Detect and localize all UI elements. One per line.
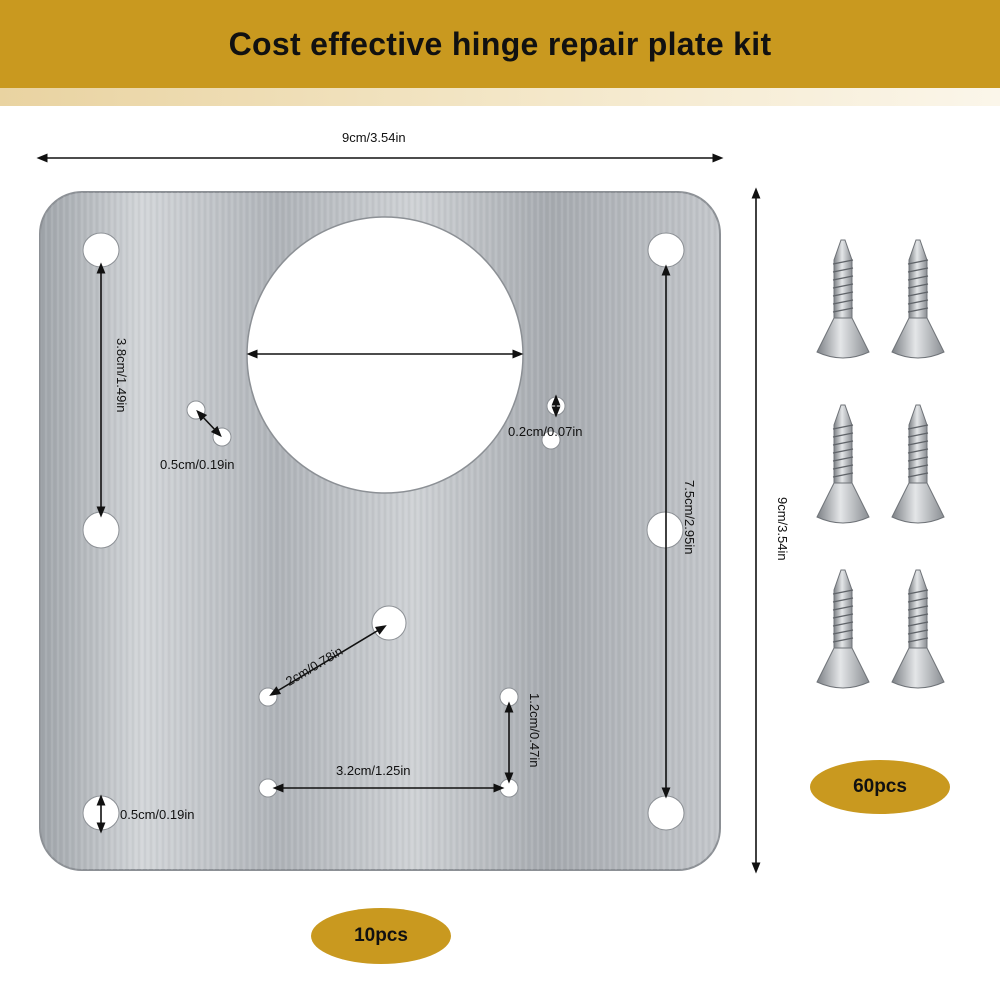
small-hole	[258, 778, 278, 798]
screws-count: 60pcs	[853, 776, 907, 797]
screw-icon	[891, 569, 945, 689]
left-spacing-label: 3.8cm/1.49in	[114, 338, 129, 413]
corner-hole	[647, 232, 685, 268]
side-hole	[82, 511, 120, 549]
slot-diag-label: 0.5cm/0.19in	[160, 457, 235, 472]
corner-hole	[647, 795, 685, 831]
plates-count-badge: 10pcs	[311, 908, 451, 964]
corner-hole	[82, 232, 120, 268]
small-hole	[499, 778, 519, 798]
screw-icon	[816, 569, 870, 689]
bottom-spacing-label: 3.2cm/1.25in	[336, 763, 411, 778]
screws	[816, 239, 945, 689]
dimension-lines	[36, 153, 761, 874]
screw-icon	[891, 404, 945, 524]
inner-height-label: 7.5cm/2.95in	[682, 480, 697, 555]
width-label: 9cm/3.54in	[342, 130, 406, 145]
screw-icon	[891, 239, 945, 359]
large-hole	[246, 216, 524, 494]
small-hole-label: 0.2cm/0.07in	[508, 424, 583, 439]
banner-gradient-strip	[0, 88, 1000, 106]
banner-title: Cost effective hinge repair plate kit	[228, 25, 772, 62]
height-label: 9cm/3.54in	[775, 497, 790, 561]
title-banner: Cost effective hinge repair plate kit	[0, 0, 1000, 88]
center-hole	[371, 605, 407, 641]
screw-icon	[816, 404, 870, 524]
vertical-small-label: 1.2cm/0.47in	[527, 693, 542, 768]
plates-count: 10pcs	[354, 925, 408, 946]
small-hole	[258, 687, 278, 707]
side-hole	[646, 511, 684, 549]
small-hole	[541, 430, 561, 450]
corner-hole-label: 0.5cm/0.19in	[120, 807, 195, 822]
screw-icon	[816, 239, 870, 359]
screws-count-badge: 60pcs	[810, 760, 950, 814]
small-hole	[499, 687, 519, 707]
